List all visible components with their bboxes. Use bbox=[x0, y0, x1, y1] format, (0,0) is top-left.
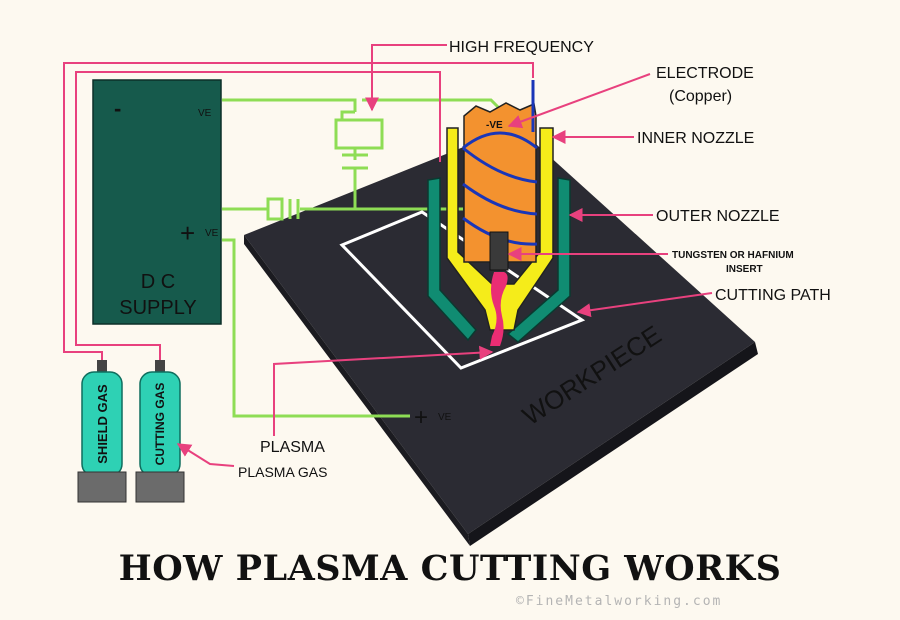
outer-nozzle-right bbox=[506, 177, 571, 343]
label-electrode-material: (Copper) bbox=[669, 88, 732, 105]
plasma-arc bbox=[490, 272, 508, 346]
supply-neg-ve: VE bbox=[198, 108, 212, 119]
label-plasma: PLASMA bbox=[260, 439, 325, 456]
label-insert-2: INSERT bbox=[726, 264, 763, 275]
pointers bbox=[176, 44, 713, 467]
work-pos-ve: VE bbox=[438, 412, 452, 423]
outer-nozzle-left bbox=[427, 177, 477, 342]
label-inner-nozzle: INNER NOZZLE bbox=[637, 130, 754, 147]
supply-label-2: SUPPLY bbox=[119, 297, 196, 319]
shield-gas-cylinder: SHIELD GAS bbox=[77, 360, 127, 503]
coil bbox=[462, 131, 538, 246]
shield-gas-label: SHIELD GAS bbox=[95, 384, 110, 464]
tungsten-insert bbox=[489, 231, 509, 271]
label-electrode: ELECTRODE bbox=[656, 65, 754, 82]
supply-pos-ve: VE bbox=[205, 228, 219, 239]
page-title: HOW PLASMA CUTTING WORKS bbox=[118, 548, 782, 589]
label-insert-1: TUNGSTEN OR HAFNIUM bbox=[672, 250, 794, 261]
label-high-frequency: HIGH FREQUENCY bbox=[449, 39, 594, 56]
label-electrode-neg: -VE bbox=[486, 120, 503, 131]
label-cutting-path: CUTTING PATH bbox=[715, 287, 831, 304]
cutting-gas-cylinder: CUTTING GAS bbox=[135, 360, 185, 503]
credit-text: ©FineMetalworking.com bbox=[516, 594, 723, 609]
plasma-torch bbox=[427, 80, 571, 346]
gas-lines bbox=[63, 62, 534, 362]
cutting-path-outline bbox=[339, 210, 586, 370]
supply-label-1: D C bbox=[141, 271, 175, 293]
cutting-gas-label: CUTTING GAS bbox=[153, 383, 167, 466]
label-plasma-gas: PLASMA GAS bbox=[238, 464, 327, 480]
supply-pos-sign: + bbox=[180, 218, 195, 248]
high-frequency-unit bbox=[266, 118, 384, 221]
dc-supply: - VE + VE D C SUPPLY bbox=[92, 79, 222, 325]
label-outer-nozzle: OUTER NOZZLE bbox=[656, 208, 780, 225]
work-pos-sign: + bbox=[414, 404, 428, 431]
supply-neg-sign: - bbox=[114, 96, 121, 121]
